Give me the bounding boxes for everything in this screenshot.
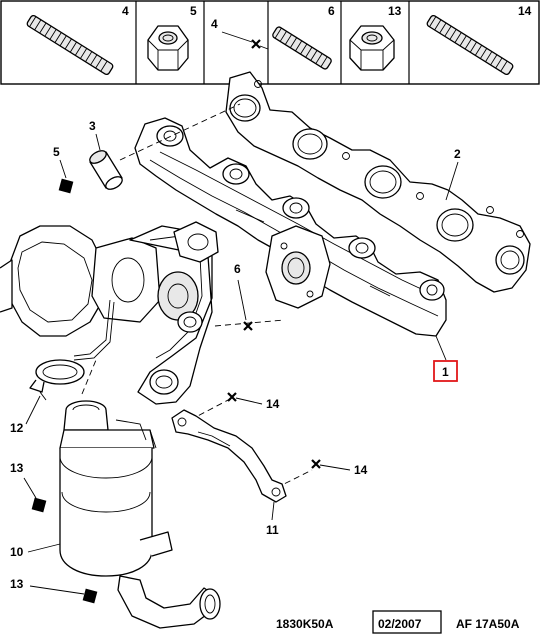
alignment-line <box>81 359 97 395</box>
callout-14-lower: 14 <box>354 463 368 477</box>
callout-group-3[interactable]: 3 <box>89 119 101 151</box>
band-clamp[interactable] <box>29 359 85 401</box>
callout-4: 4 <box>211 17 218 31</box>
header-strip: 4 5 6 13 <box>0 0 540 85</box>
header-part-number: 14 <box>518 4 532 18</box>
nut-marker-icon <box>58 178 74 194</box>
manifold-gasket[interactable] <box>225 71 531 293</box>
callout-14-upper: 14 <box>266 397 280 411</box>
header-part-number: 6 <box>328 4 335 18</box>
footer-date: 02/2007 <box>378 617 422 631</box>
cross-marker-icon <box>251 39 261 49</box>
callout-13-upper: 13 <box>10 461 24 475</box>
callout-1: 1 <box>442 365 449 379</box>
callout-10: 10 <box>10 545 24 559</box>
callout-1-highlight-box <box>433 360 458 382</box>
callout-group-13-lower[interactable]: 13 <box>10 577 98 604</box>
callout-group-4[interactable]: 4 <box>211 17 269 50</box>
callout-group-1[interactable]: 1 <box>433 335 458 382</box>
callout-group-14-lower[interactable]: 14 <box>311 459 368 477</box>
nut-marker-icon <box>82 588 98 604</box>
callout-group-10[interactable]: 10 <box>10 543 61 559</box>
support-bracket[interactable] <box>171 409 287 503</box>
header-part-number: 5 <box>190 4 197 18</box>
callout-group-5[interactable]: 5 <box>53 145 74 194</box>
exhaust-manifold[interactable] <box>134 117 447 337</box>
callout-6: 6 <box>234 262 241 276</box>
footer: 1830K50A 02/2007 AF 17A50A <box>276 610 520 634</box>
footer-reference: 1830K50A <box>276 617 334 631</box>
spacer-sleeve[interactable] <box>88 148 125 192</box>
header-cell-nut-5[interactable]: 5 <box>147 4 197 71</box>
alignment-line <box>275 469 313 489</box>
short-stud-icon <box>272 26 332 70</box>
catalytic-converter[interactable] <box>59 400 221 629</box>
cross-marker-icon <box>311 459 321 469</box>
footer-code: AF 17A50A <box>456 617 520 631</box>
header-part-number: 13 <box>388 4 402 18</box>
hex-nut-icon <box>147 25 189 71</box>
header-cell-nut-13[interactable]: 13 <box>349 4 402 71</box>
callout-group-11[interactable]: 11 <box>266 501 279 537</box>
hex-nut-icon <box>349 25 395 71</box>
callout-3: 3 <box>89 119 96 133</box>
callout-5: 5 <box>53 145 60 159</box>
callout-13-lower: 13 <box>10 577 24 591</box>
long-stud-icon <box>426 14 514 76</box>
turbocharger[interactable] <box>0 221 219 405</box>
footer-date-box <box>372 610 442 634</box>
callout-group-12[interactable]: 12 <box>10 395 41 435</box>
callout-group-13-upper[interactable]: 13 <box>10 461 47 513</box>
callout-11: 11 <box>266 523 279 537</box>
header-part-number: 4 <box>122 4 129 18</box>
callout-group-2[interactable]: 2 <box>445 147 461 201</box>
alignment-line <box>119 103 241 161</box>
callout-12: 12 <box>10 421 24 435</box>
callout-group-14-upper[interactable]: 14 <box>227 392 280 411</box>
alignment-line <box>189 397 233 421</box>
callout-group-6[interactable]: 6 <box>234 262 253 331</box>
cross-marker-icon <box>243 321 253 331</box>
cross-marker-icon <box>227 392 237 402</box>
header-cell-stud-14[interactable]: 14 <box>426 4 532 76</box>
header-cell-stud-6[interactable]: 6 <box>272 4 335 70</box>
callout-2: 2 <box>454 147 461 161</box>
header-cell-stud-4[interactable]: 4 <box>26 4 129 76</box>
long-stud-icon <box>26 14 114 76</box>
nut-marker-icon <box>31 497 47 513</box>
